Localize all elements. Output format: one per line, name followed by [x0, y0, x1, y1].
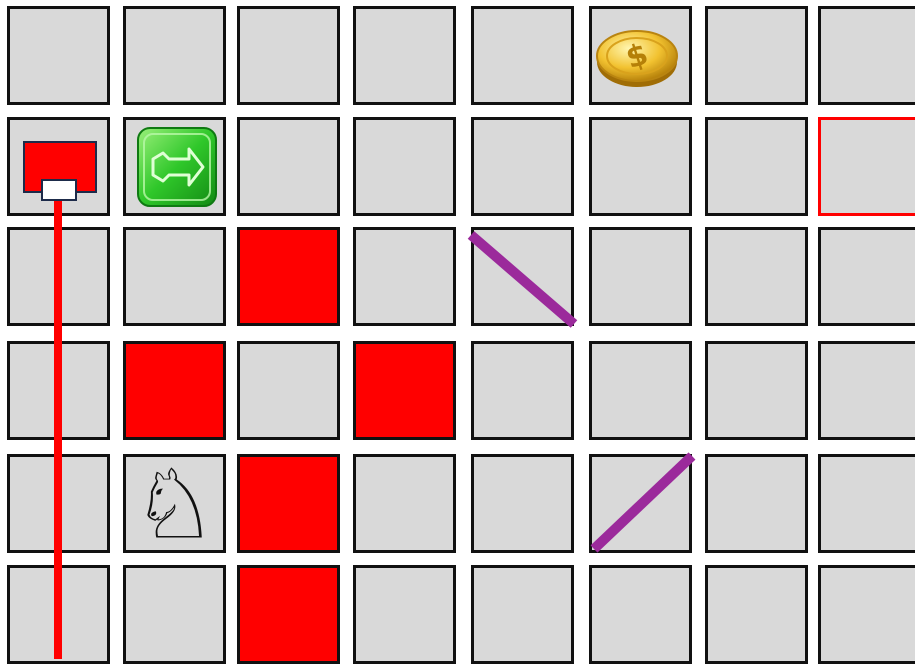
board-cell[interactable]	[471, 6, 574, 105]
board-cell[interactable]	[471, 454, 574, 553]
board-cell[interactable]	[818, 227, 915, 326]
board-cell[interactable]	[589, 6, 692, 105]
board-cell[interactable]	[818, 454, 915, 553]
board-cell[interactable]	[471, 117, 574, 216]
board-cell[interactable]	[818, 117, 915, 216]
board-cell[interactable]	[353, 565, 456, 664]
board-cell[interactable]	[589, 565, 692, 664]
board-cell[interactable]	[7, 117, 110, 216]
board-cell[interactable]	[123, 227, 226, 326]
board-cell[interactable]	[818, 6, 915, 105]
board-cell[interactable]	[705, 6, 808, 105]
blocked-cell[interactable]	[237, 565, 340, 664]
blocked-cell[interactable]	[353, 341, 456, 440]
board-cell[interactable]	[237, 117, 340, 216]
blocked-cell[interactable]	[237, 454, 340, 553]
board-cell[interactable]	[123, 117, 226, 216]
board-cell[interactable]	[353, 6, 456, 105]
board-cell[interactable]	[237, 341, 340, 440]
board-cell[interactable]	[589, 117, 692, 216]
board-cell[interactable]	[705, 117, 808, 216]
board-cell[interactable]	[818, 341, 915, 440]
board-cell[interactable]	[7, 454, 110, 553]
board-cell[interactable]	[7, 341, 110, 440]
board-cell[interactable]	[705, 565, 808, 664]
board-cell[interactable]	[589, 454, 692, 553]
board-cell[interactable]	[705, 454, 808, 553]
board-cell[interactable]	[589, 341, 692, 440]
board-cell[interactable]	[123, 454, 226, 553]
board-cell[interactable]	[7, 565, 110, 664]
board-cell[interactable]	[589, 227, 692, 326]
blocked-cell[interactable]	[123, 341, 226, 440]
board-cell[interactable]	[471, 227, 574, 326]
board-cell[interactable]	[353, 227, 456, 326]
board-cell[interactable]	[237, 6, 340, 105]
board-cell[interactable]	[353, 117, 456, 216]
board-cell[interactable]	[123, 6, 226, 105]
board-cell[interactable]	[7, 6, 110, 105]
board-cell[interactable]	[471, 341, 574, 440]
board-cell[interactable]	[705, 227, 808, 326]
blocked-cell[interactable]	[237, 227, 340, 326]
board-cell[interactable]	[705, 341, 808, 440]
board-cell[interactable]	[7, 227, 110, 326]
board-cell[interactable]	[818, 565, 915, 664]
board-cell[interactable]	[123, 565, 226, 664]
board-cell[interactable]	[471, 565, 574, 664]
board-cell[interactable]	[353, 454, 456, 553]
